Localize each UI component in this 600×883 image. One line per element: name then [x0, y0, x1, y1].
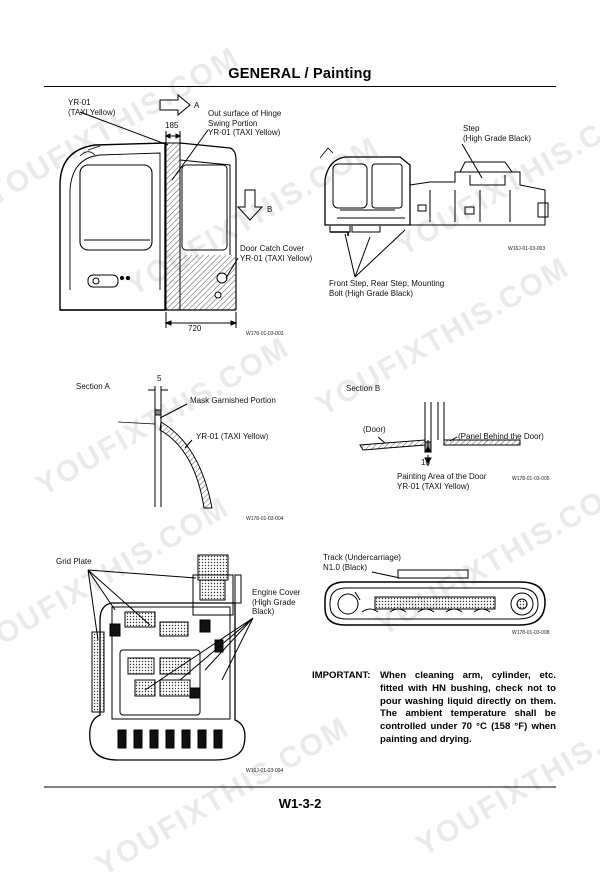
- label-yr01-taxi-yellow: YR-01 (TAXI Yellow): [68, 98, 116, 117]
- track-drawing: [324, 569, 546, 626]
- label-mask-garnished: Mask Garnished Portion: [190, 396, 276, 405]
- section-a-title: Section A: [76, 382, 110, 391]
- section-a-drawing: [117, 386, 213, 509]
- label-hinge-swing: Out surface of Hinge Swing Portion YR-01…: [208, 109, 282, 137]
- excavator-drawing: [319, 143, 549, 278]
- page-title: GENERAL / Painting: [228, 66, 372, 82]
- label-view-b: B: [267, 205, 273, 214]
- label-panel-behind-door: (Panel Behind the Door): [458, 432, 544, 441]
- label-door: (Door): [363, 425, 386, 434]
- label-engine-cover: Engine Cover (High Grade Black): [252, 588, 301, 616]
- figure-code: W16J-01-03-003: [508, 246, 546, 252]
- dimension-185: 185: [165, 121, 179, 130]
- technical-drawings: [44, 93, 556, 788]
- engine-cover-drawing: [87, 554, 254, 761]
- header-rule: [44, 86, 556, 87]
- label-track: Track (Undercarriage) N1.0 (Black): [323, 553, 401, 572]
- section-b-title: Section B: [346, 384, 381, 393]
- figure-code: W16J-01-03-004: [246, 768, 284, 774]
- label-yr01-section-a: YR-01 (TAXI Yellow): [196, 432, 269, 441]
- label-front-step: Front Step, Rear Step, Mounting Bolt (Hi…: [329, 279, 445, 298]
- label-grid-plate: Grid Plate: [56, 557, 92, 566]
- figure-code: W178-01-03-005: [512, 476, 550, 482]
- figure-code: W178-01-03-008: [512, 630, 550, 636]
- dimension-10: 10: [421, 458, 430, 467]
- figure-code: W178-01-03-004: [246, 516, 284, 522]
- dimension-720: 720: [188, 324, 202, 333]
- important-label: IMPORTANT:: [312, 670, 371, 681]
- label-step: Step (High Grade Black): [463, 124, 532, 143]
- dimension-5: 5: [157, 374, 162, 383]
- label-door-catch-cover: Door Catch Cover YR-01 (TAXI Yellow): [240, 244, 313, 263]
- important-text: When cleaning arm, cylinder, etc. fitted…: [380, 670, 556, 745]
- label-view-a: A: [194, 101, 200, 110]
- cab-door-drawing: [59, 93, 264, 328]
- section-b-drawing: [359, 402, 521, 466]
- label-painting-area: Painting Area of the Door YR-01 (TAXI Ye…: [397, 472, 487, 491]
- figure-code: W178-01-03-003: [246, 331, 284, 337]
- page-number: W1-3-2: [278, 796, 322, 811]
